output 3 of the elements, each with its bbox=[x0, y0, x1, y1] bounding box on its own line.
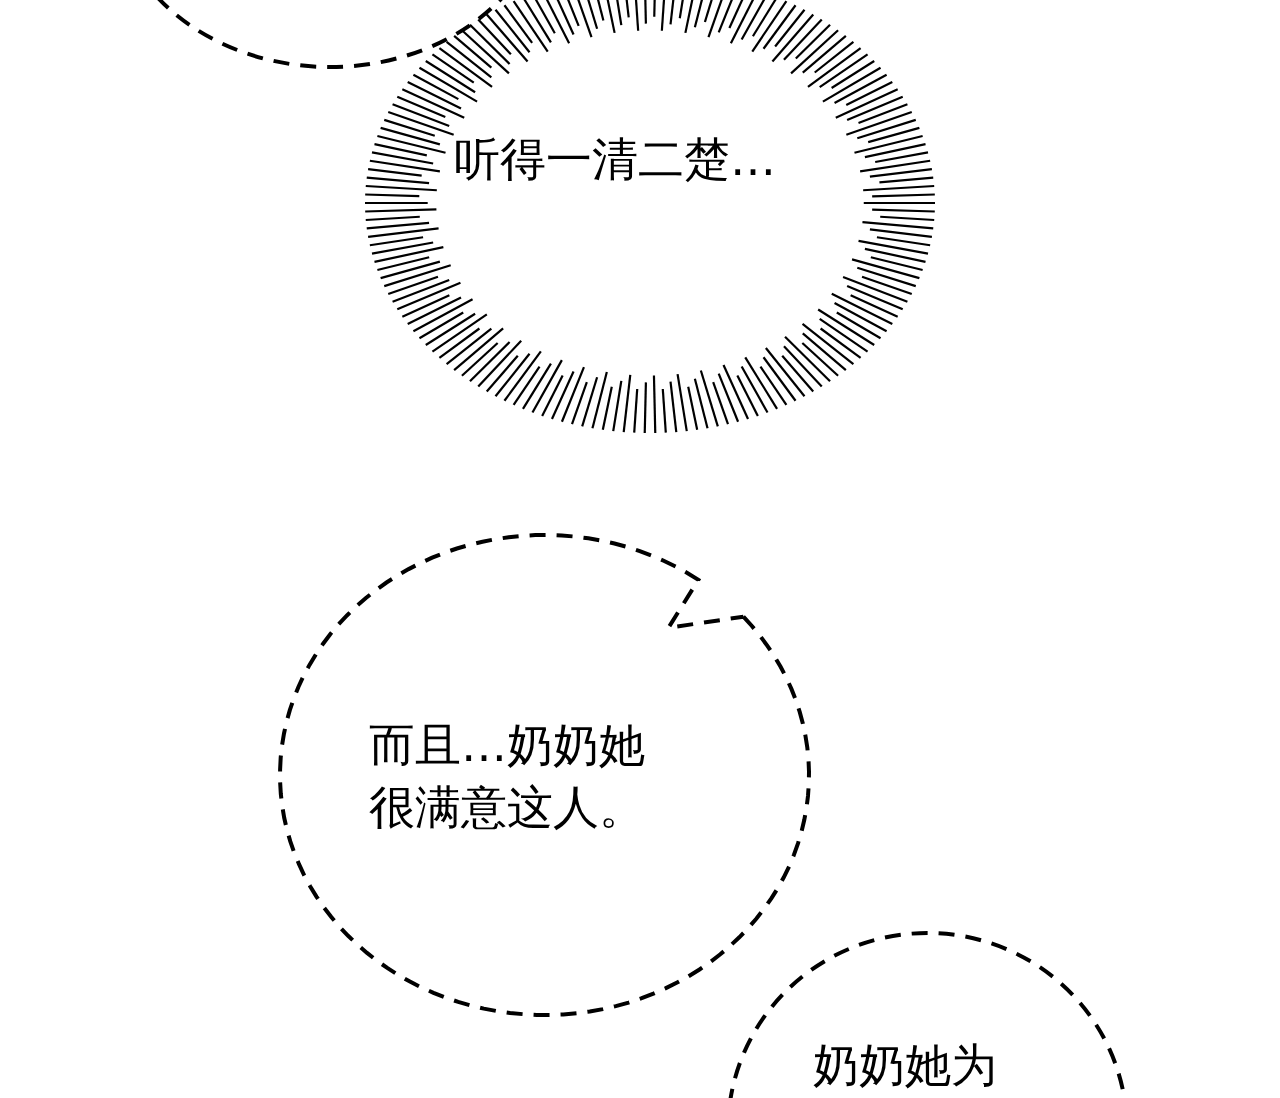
dialogue-text: 奶奶她为 bbox=[813, 1037, 998, 1094]
dialogue-text: 而且…奶奶她很满意这人。 bbox=[369, 717, 646, 836]
dialogue-text: 听得一清二楚… bbox=[454, 131, 777, 188]
